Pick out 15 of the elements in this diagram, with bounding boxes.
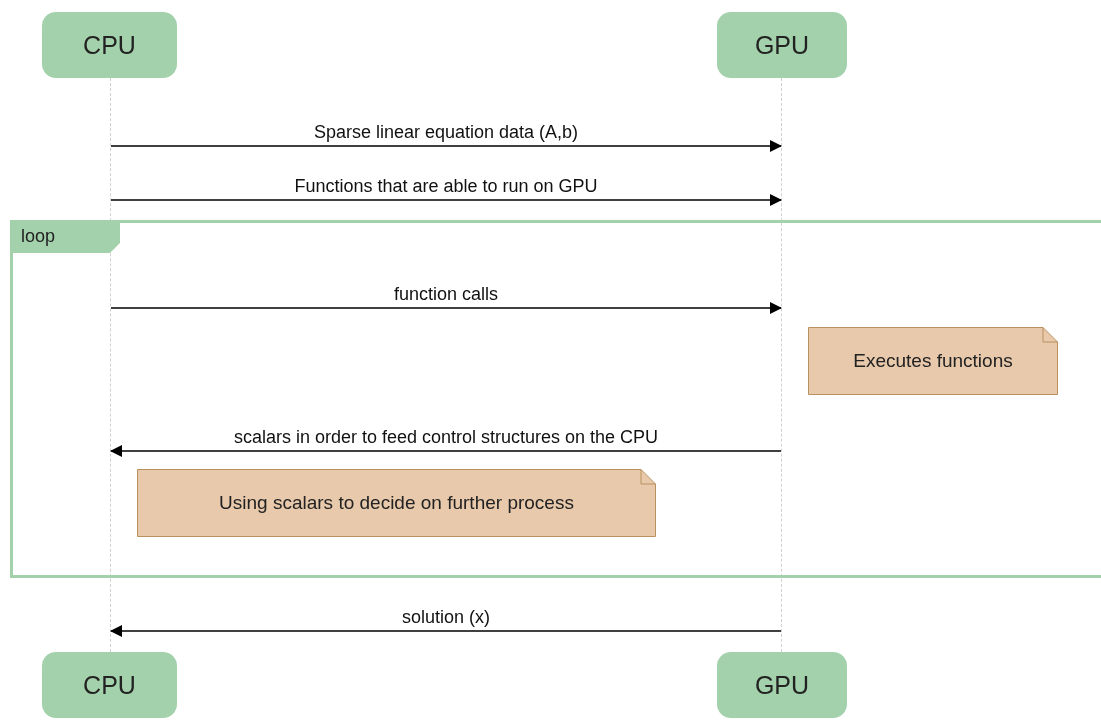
lifeline bbox=[781, 78, 782, 652]
participant-box: GPU bbox=[717, 12, 847, 78]
message-arrow bbox=[110, 445, 782, 457]
message-arrow bbox=[110, 194, 782, 206]
edge-label: solution (x) bbox=[400, 607, 492, 627]
note-text: Using scalars to decide on further process bbox=[219, 492, 574, 514]
message-arrow bbox=[110, 140, 782, 152]
message-arrow bbox=[110, 625, 782, 637]
participant-box: CPU bbox=[42, 652, 177, 718]
participant-box: CPU bbox=[42, 12, 177, 78]
message-arrow bbox=[110, 302, 782, 314]
note-text: Executes functions bbox=[853, 350, 1013, 372]
loop-frame bbox=[10, 220, 1101, 578]
participant-box: GPU bbox=[717, 652, 847, 718]
frame-label: loop bbox=[21, 226, 56, 247]
